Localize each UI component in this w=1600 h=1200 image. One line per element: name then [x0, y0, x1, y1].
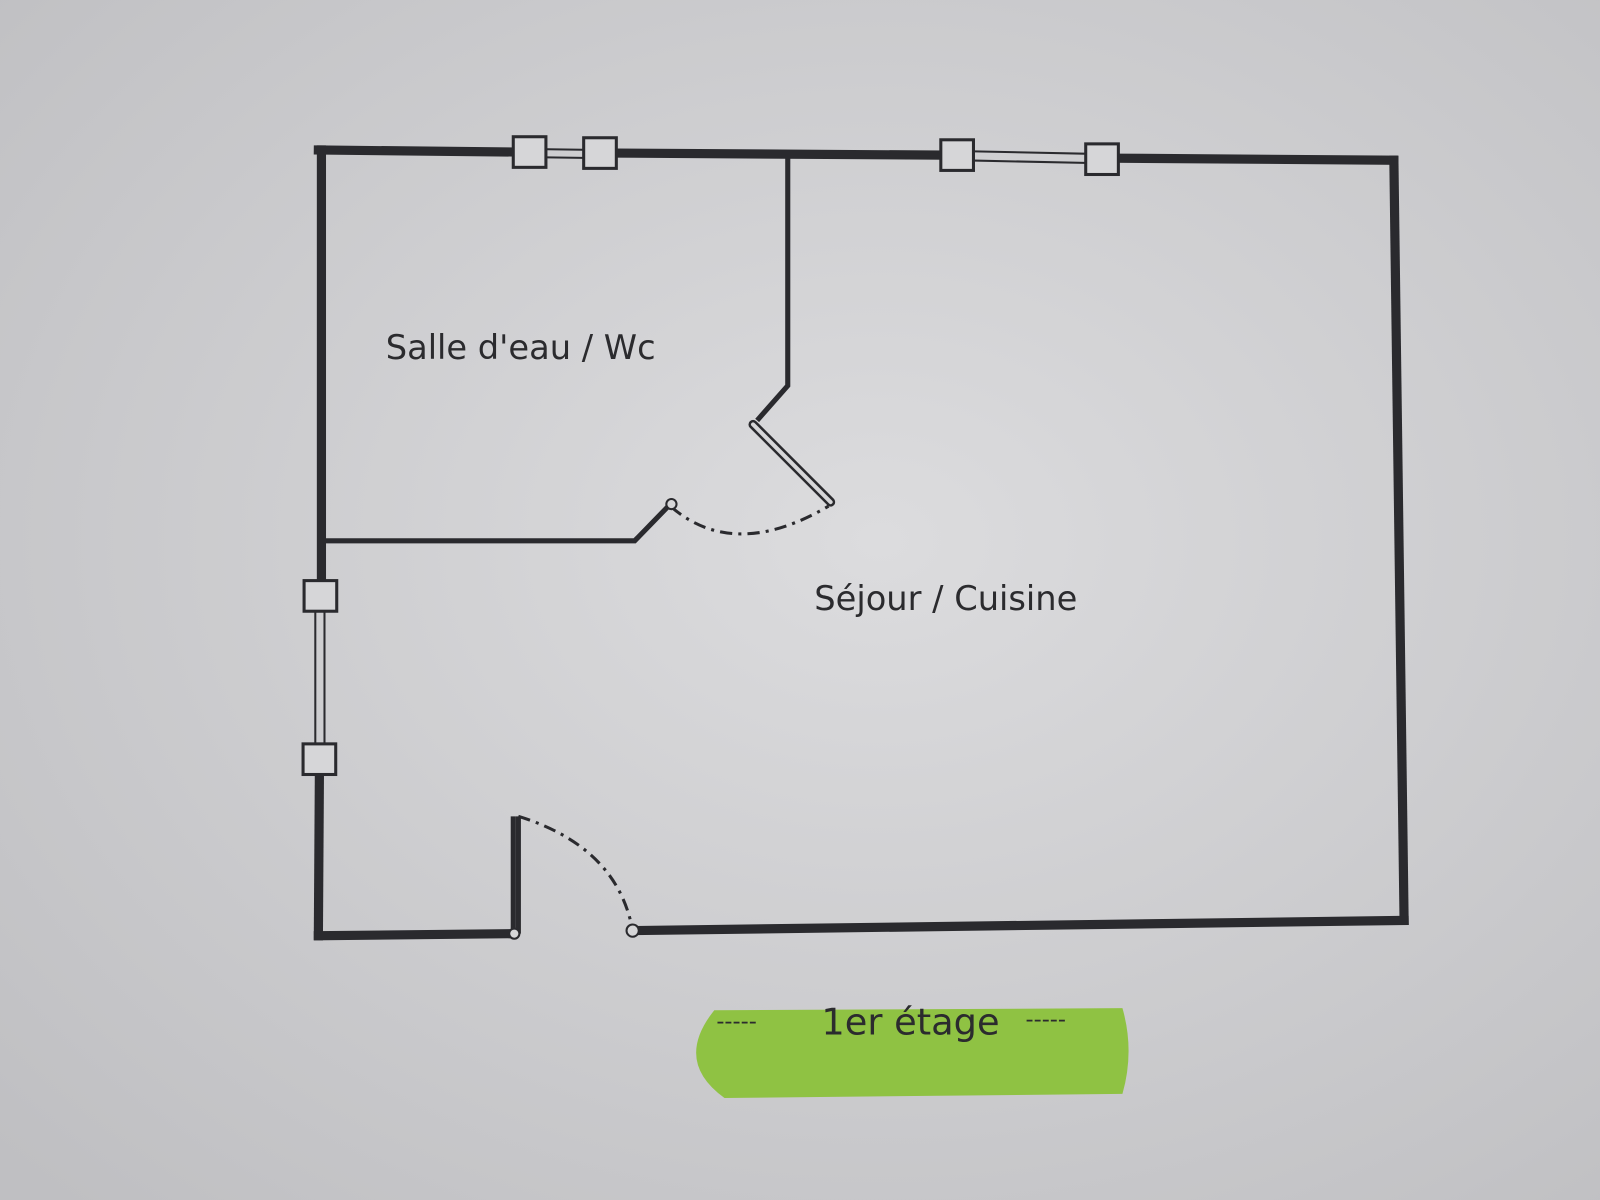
highlighter-mark: [696, 1008, 1129, 1098]
wall-top-left: [313, 145, 520, 157]
wall-top-middle: [610, 148, 946, 160]
bathroom-door: [665, 419, 836, 536]
window-top-right: [939, 138, 1120, 177]
interior-walls: [324, 155, 791, 934]
window-top-left: [511, 135, 618, 170]
caption-dashes-left: -----: [716, 1009, 756, 1035]
walls: [313, 145, 1409, 941]
wall-top-right: [1111, 153, 1399, 165]
entrance-door: [508, 814, 640, 940]
caption-dashes-right: -----: [1026, 1007, 1066, 1033]
wall-right: [1389, 155, 1409, 926]
wall-bottom-left: [313, 929, 518, 941]
partition-horizontal: [324, 503, 672, 544]
floor-caption: 1er étage: [821, 1001, 999, 1044]
window-left: [301, 579, 339, 777]
door-swing-arc: [517, 814, 635, 931]
room-label-bathroom: Salle d'eau / Wc: [386, 328, 656, 367]
room-label-living: Séjour / Cuisine: [814, 579, 1077, 618]
wall-left-bottom: [313, 770, 325, 941]
door-swing-arc: [670, 504, 830, 536]
wall-bottom-right: [628, 915, 1409, 936]
partition-vertical: [755, 155, 791, 423]
